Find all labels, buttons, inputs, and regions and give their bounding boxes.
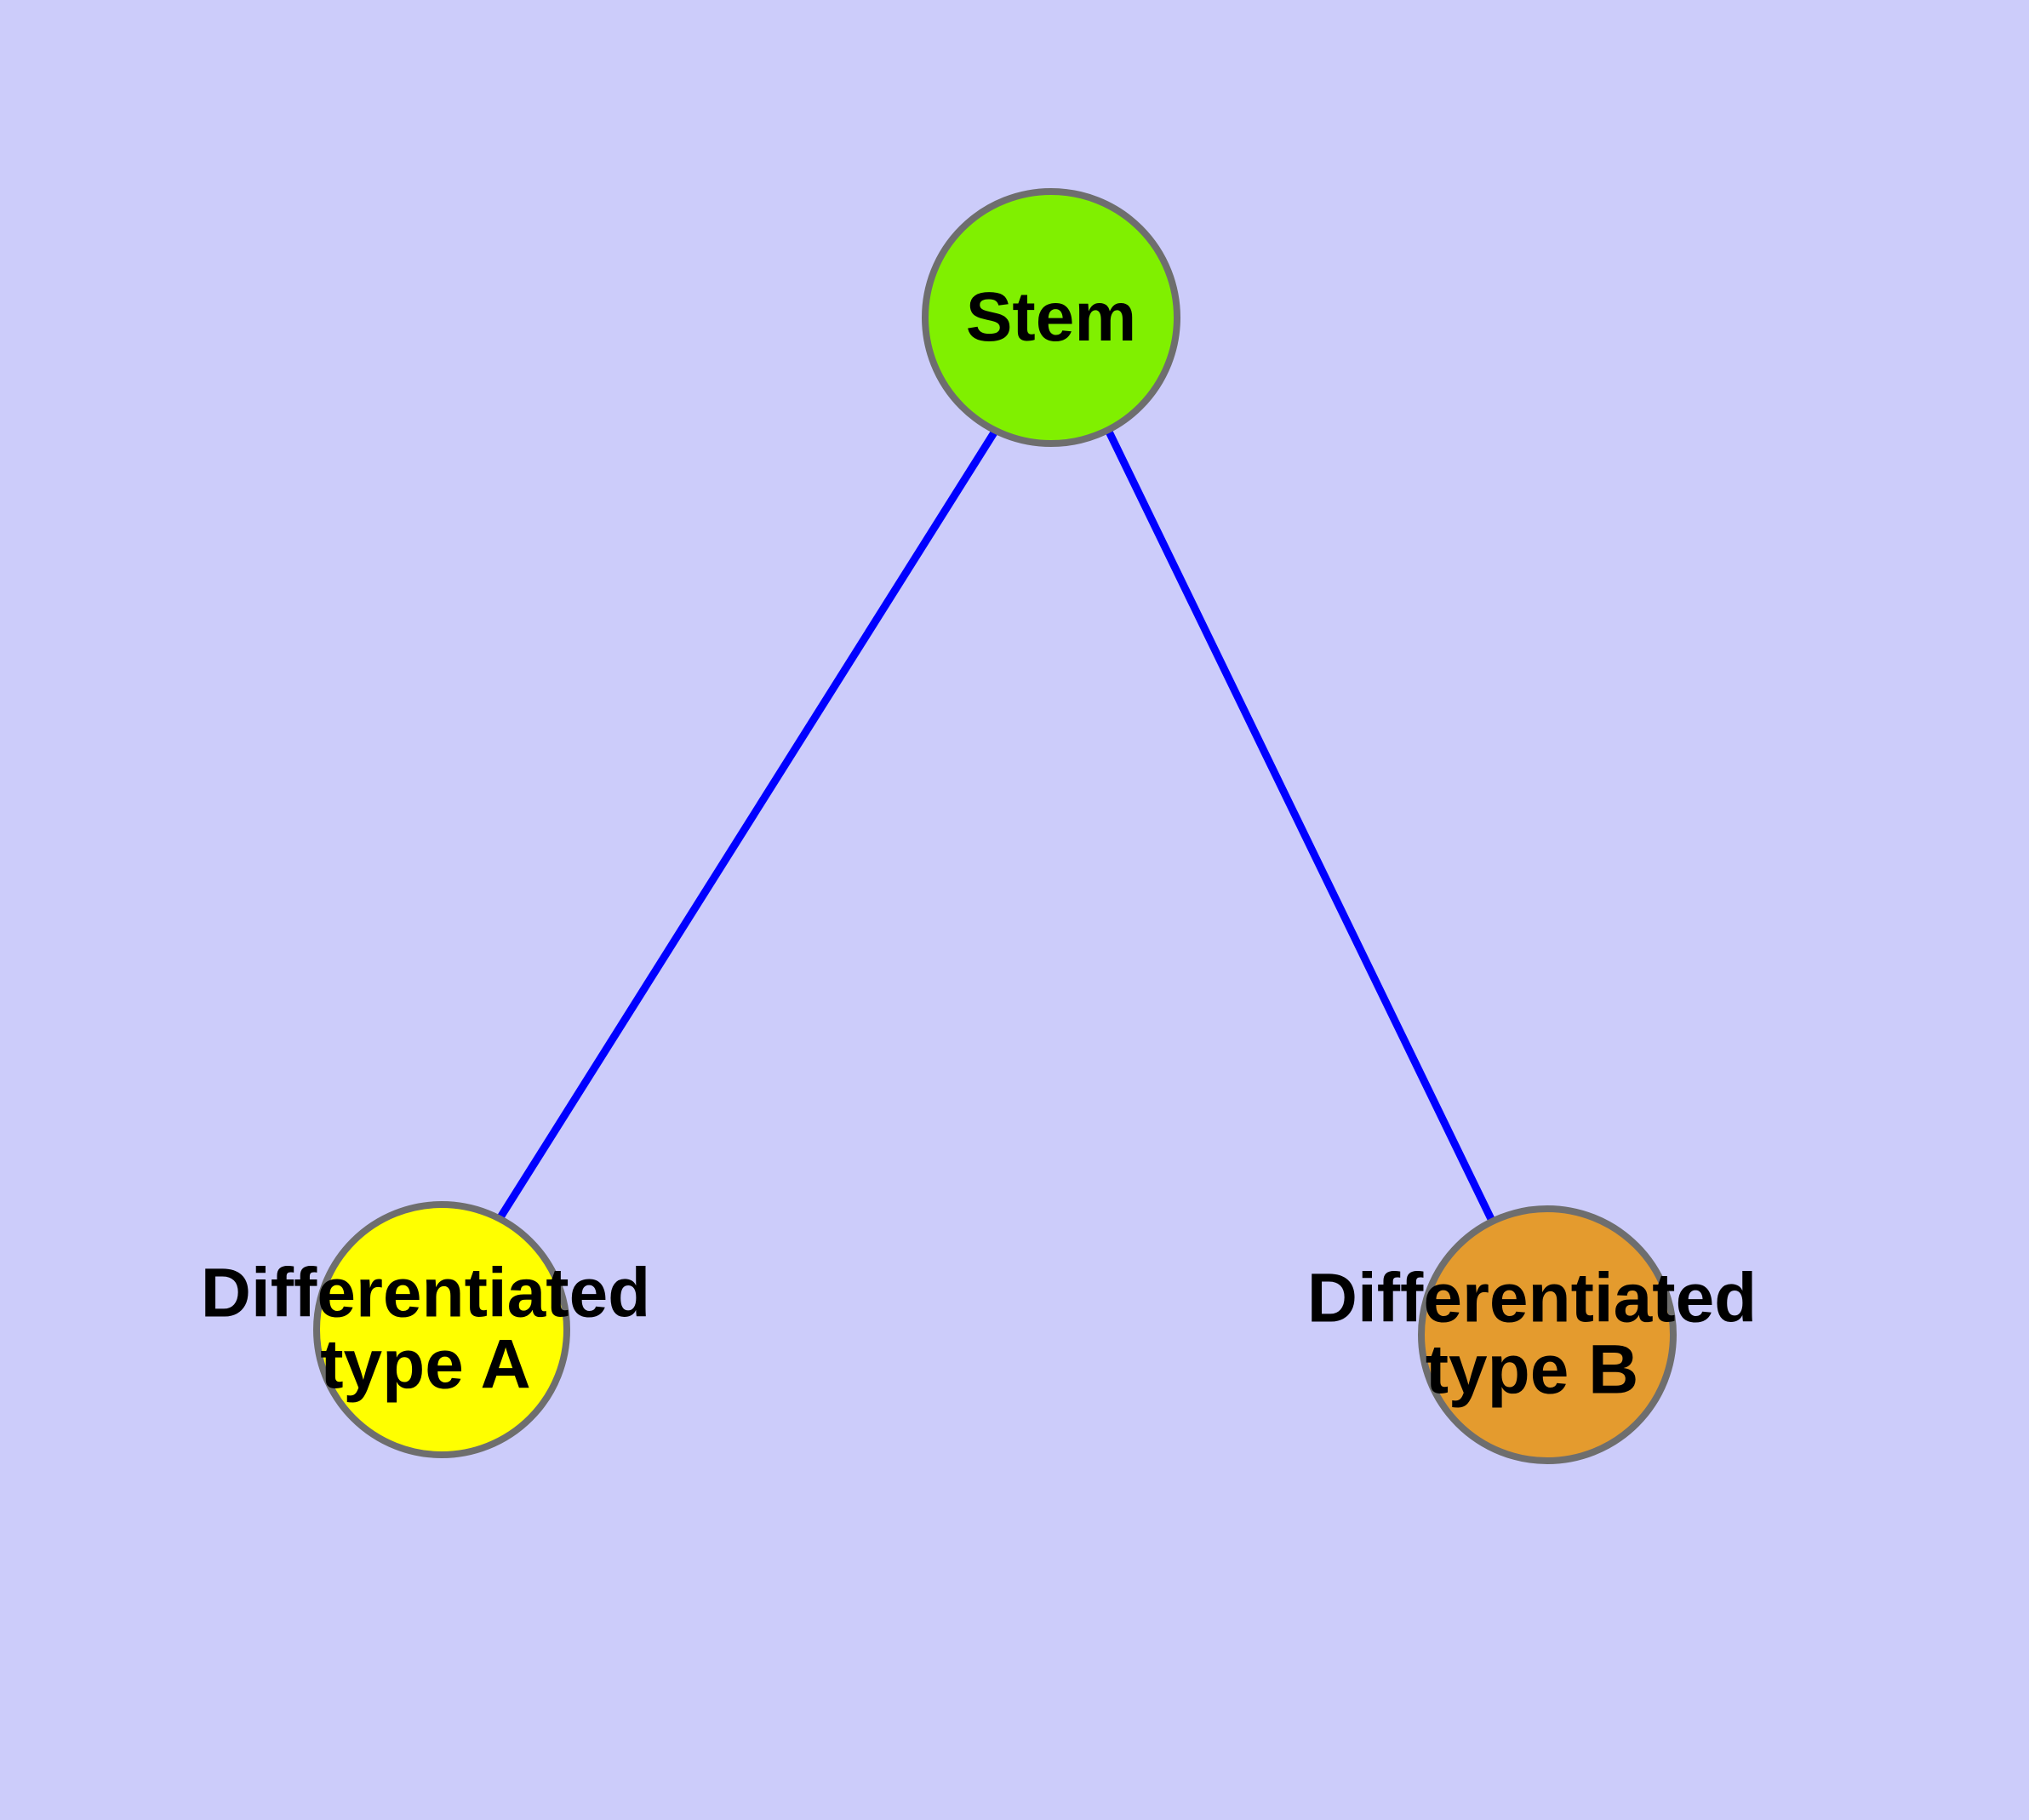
node-differentiated-type-b[interactable] (1418, 1205, 1677, 1464)
nodes-group (313, 188, 1677, 1464)
edge-stem-to-differentiated-type-a[interactable] (497, 427, 999, 1220)
node-differentiated-type-a[interactable] (313, 1201, 570, 1458)
edge-stem-to-differentiated-type-b[interactable] (1104, 428, 1495, 1221)
edges-group (497, 427, 1495, 1221)
node-stem[interactable] (922, 188, 1180, 447)
